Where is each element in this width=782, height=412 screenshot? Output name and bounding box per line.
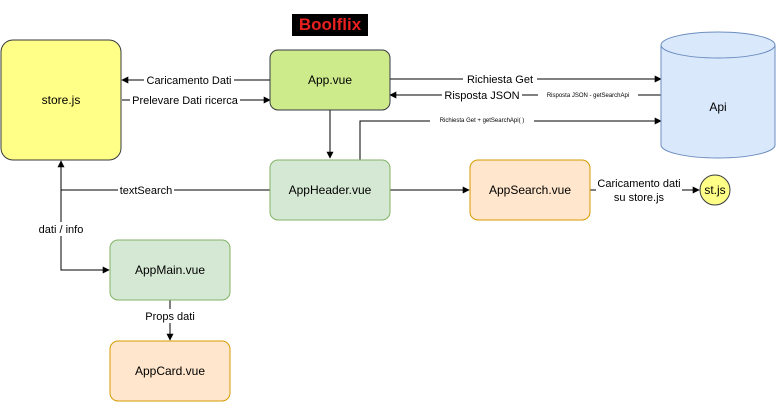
node-api (660, 31, 776, 159)
node-app (269, 49, 391, 111)
node-header-label: AppHeader.vue (289, 183, 372, 197)
node-search (469, 159, 591, 221)
node-header (269, 159, 391, 221)
label-risposta-json: Risposta JSON (444, 90, 519, 102)
edge-store-to-main (60, 190, 110, 274)
node-main (109, 239, 231, 301)
node-main-label: AppMain.vue (135, 263, 205, 277)
diagram-title: Boolflix (292, 14, 368, 36)
node-api-label: Api (709, 100, 726, 114)
node-store (0, 39, 122, 161)
node-st-label: st.js (704, 183, 725, 197)
label-caricamento-dati: Caricamento Dati (147, 75, 232, 87)
edge-header-to-api (359, 117, 662, 160)
node-st (699, 174, 731, 206)
label-caricamento-store-1: Caricamento dati (597, 178, 680, 190)
label-props-dati: Props dati (145, 311, 195, 323)
node-search-label: AppSearch.vue (489, 183, 571, 197)
label-caricamento-store-2: su store.js (614, 192, 665, 204)
label-text-search: textSearch (120, 185, 173, 197)
node-store-label: store.js (42, 93, 81, 107)
label-richiesta-get: Richiesta Get (467, 74, 533, 86)
label-prelevare-dati: Prelevare Dati ricerca (132, 95, 239, 107)
node-card-label: AppCard.vue (135, 364, 205, 378)
node-app-label: App.vue (308, 73, 352, 87)
label-risposta-json-small: Risposta JSON - getSearchApi (547, 93, 629, 99)
label-richiesta-get-search: Richiesta Get + getSearchApi( ) (440, 118, 525, 124)
label-dati-info: dati / info (39, 224, 84, 236)
node-card (109, 340, 231, 402)
